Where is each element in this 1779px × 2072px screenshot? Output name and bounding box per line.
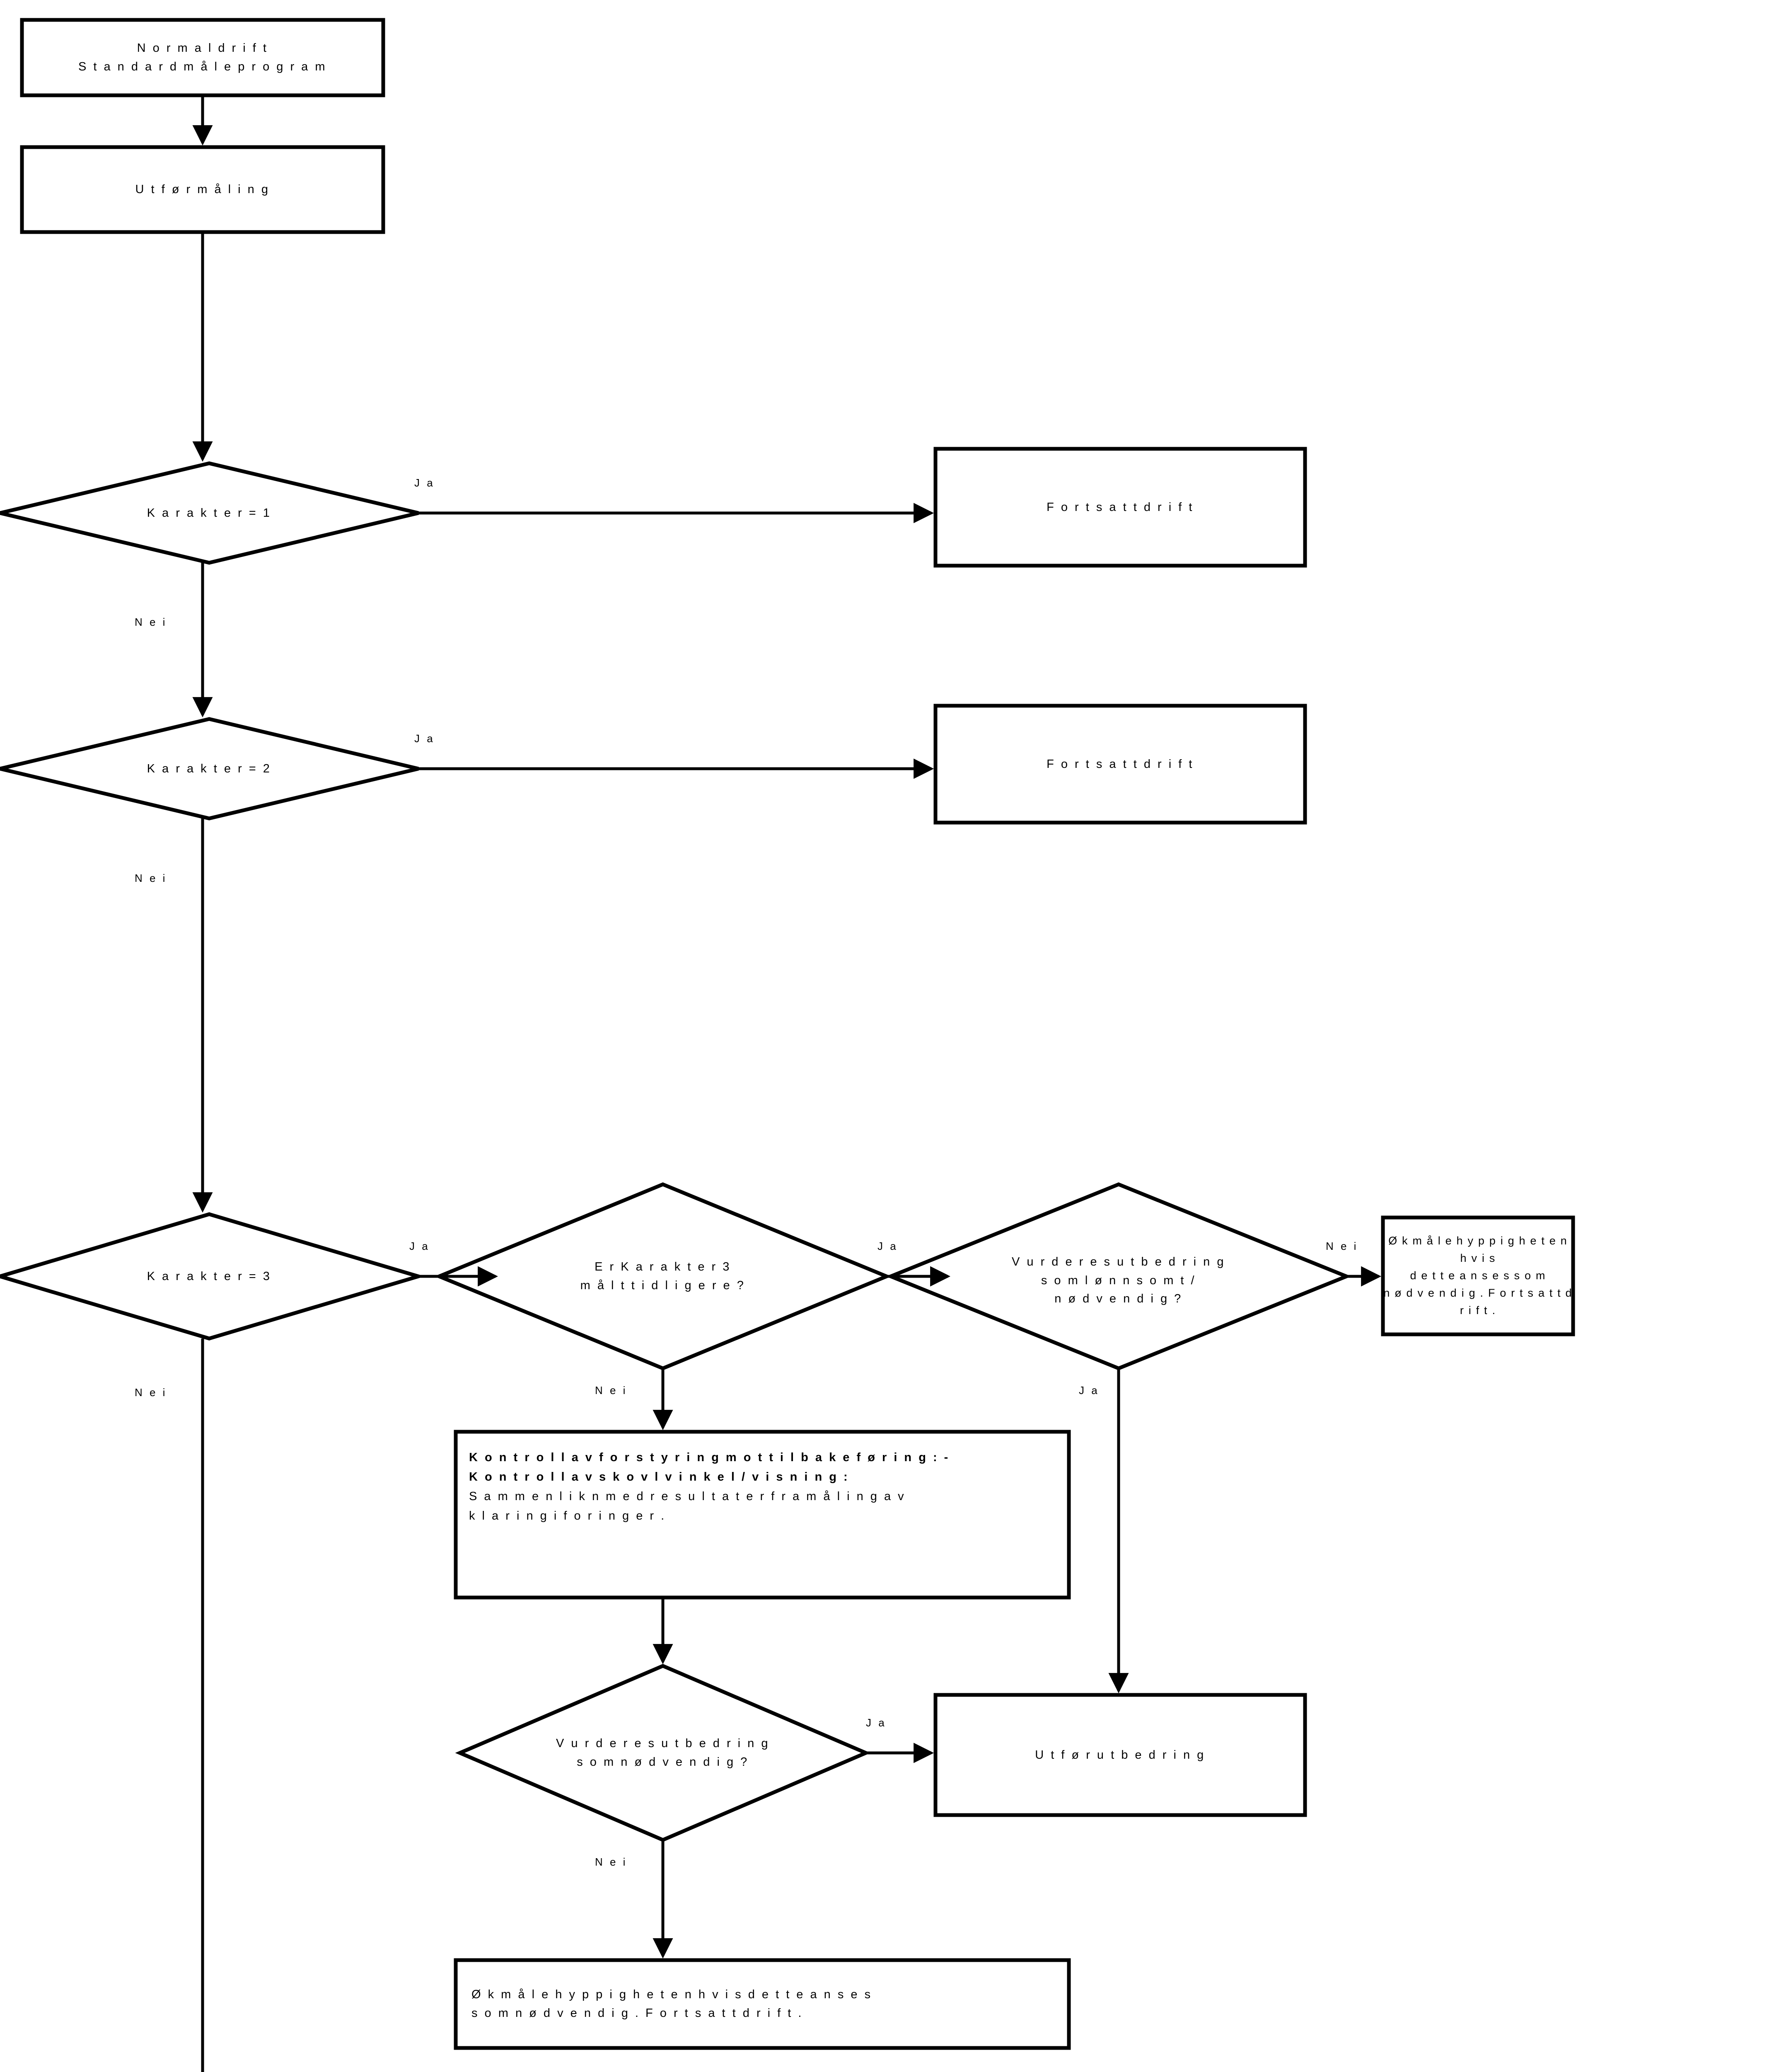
node-necessary[interactable] <box>455 1664 871 1842</box>
node-start[interactable] <box>20 18 385 97</box>
edge-label-measured-before-no: N e i <box>595 1384 628 1397</box>
edge-label-k2-no: N e i <box>135 872 167 884</box>
node-k3[interactable] <box>0 1212 425 1341</box>
node-measure[interactable] <box>20 145 385 234</box>
edge-label-k3-no: N e i <box>135 1386 167 1399</box>
node-measured-before[interactable] <box>434 1182 892 1370</box>
node-do-repair[interactable] <box>933 1693 1307 1817</box>
edge-label-measured-before-yes: J a <box>877 1240 898 1252</box>
node-profitable[interactable] <box>885 1182 1352 1370</box>
edge-label-necessary-no: N e i <box>595 1856 628 1868</box>
node-cont2[interactable] <box>933 704 1307 825</box>
node-increase-freq-right[interactable] <box>1381 1215 1575 1336</box>
edge-label-profitable-yes: J a <box>1079 1384 1100 1397</box>
edge-label-profitable-no: N e i <box>1326 1240 1358 1252</box>
edge-label-k1-yes: J a <box>414 477 435 489</box>
edge-label-k3-yes: J a <box>409 1240 430 1252</box>
node-increase-freq-bottom[interactable] <box>454 1958 1071 2050</box>
node-k2[interactable] <box>0 717 419 821</box>
node-cont1[interactable] <box>933 447 1307 568</box>
node-control-note[interactable] <box>454 1430 1071 1600</box>
edge-label-necessary-yes: J a <box>866 1716 887 1729</box>
node-k1[interactable] <box>0 461 419 565</box>
edge-label-k1-no: N e i <box>135 616 167 628</box>
edge-label-k2-yes: J a <box>414 732 435 745</box>
